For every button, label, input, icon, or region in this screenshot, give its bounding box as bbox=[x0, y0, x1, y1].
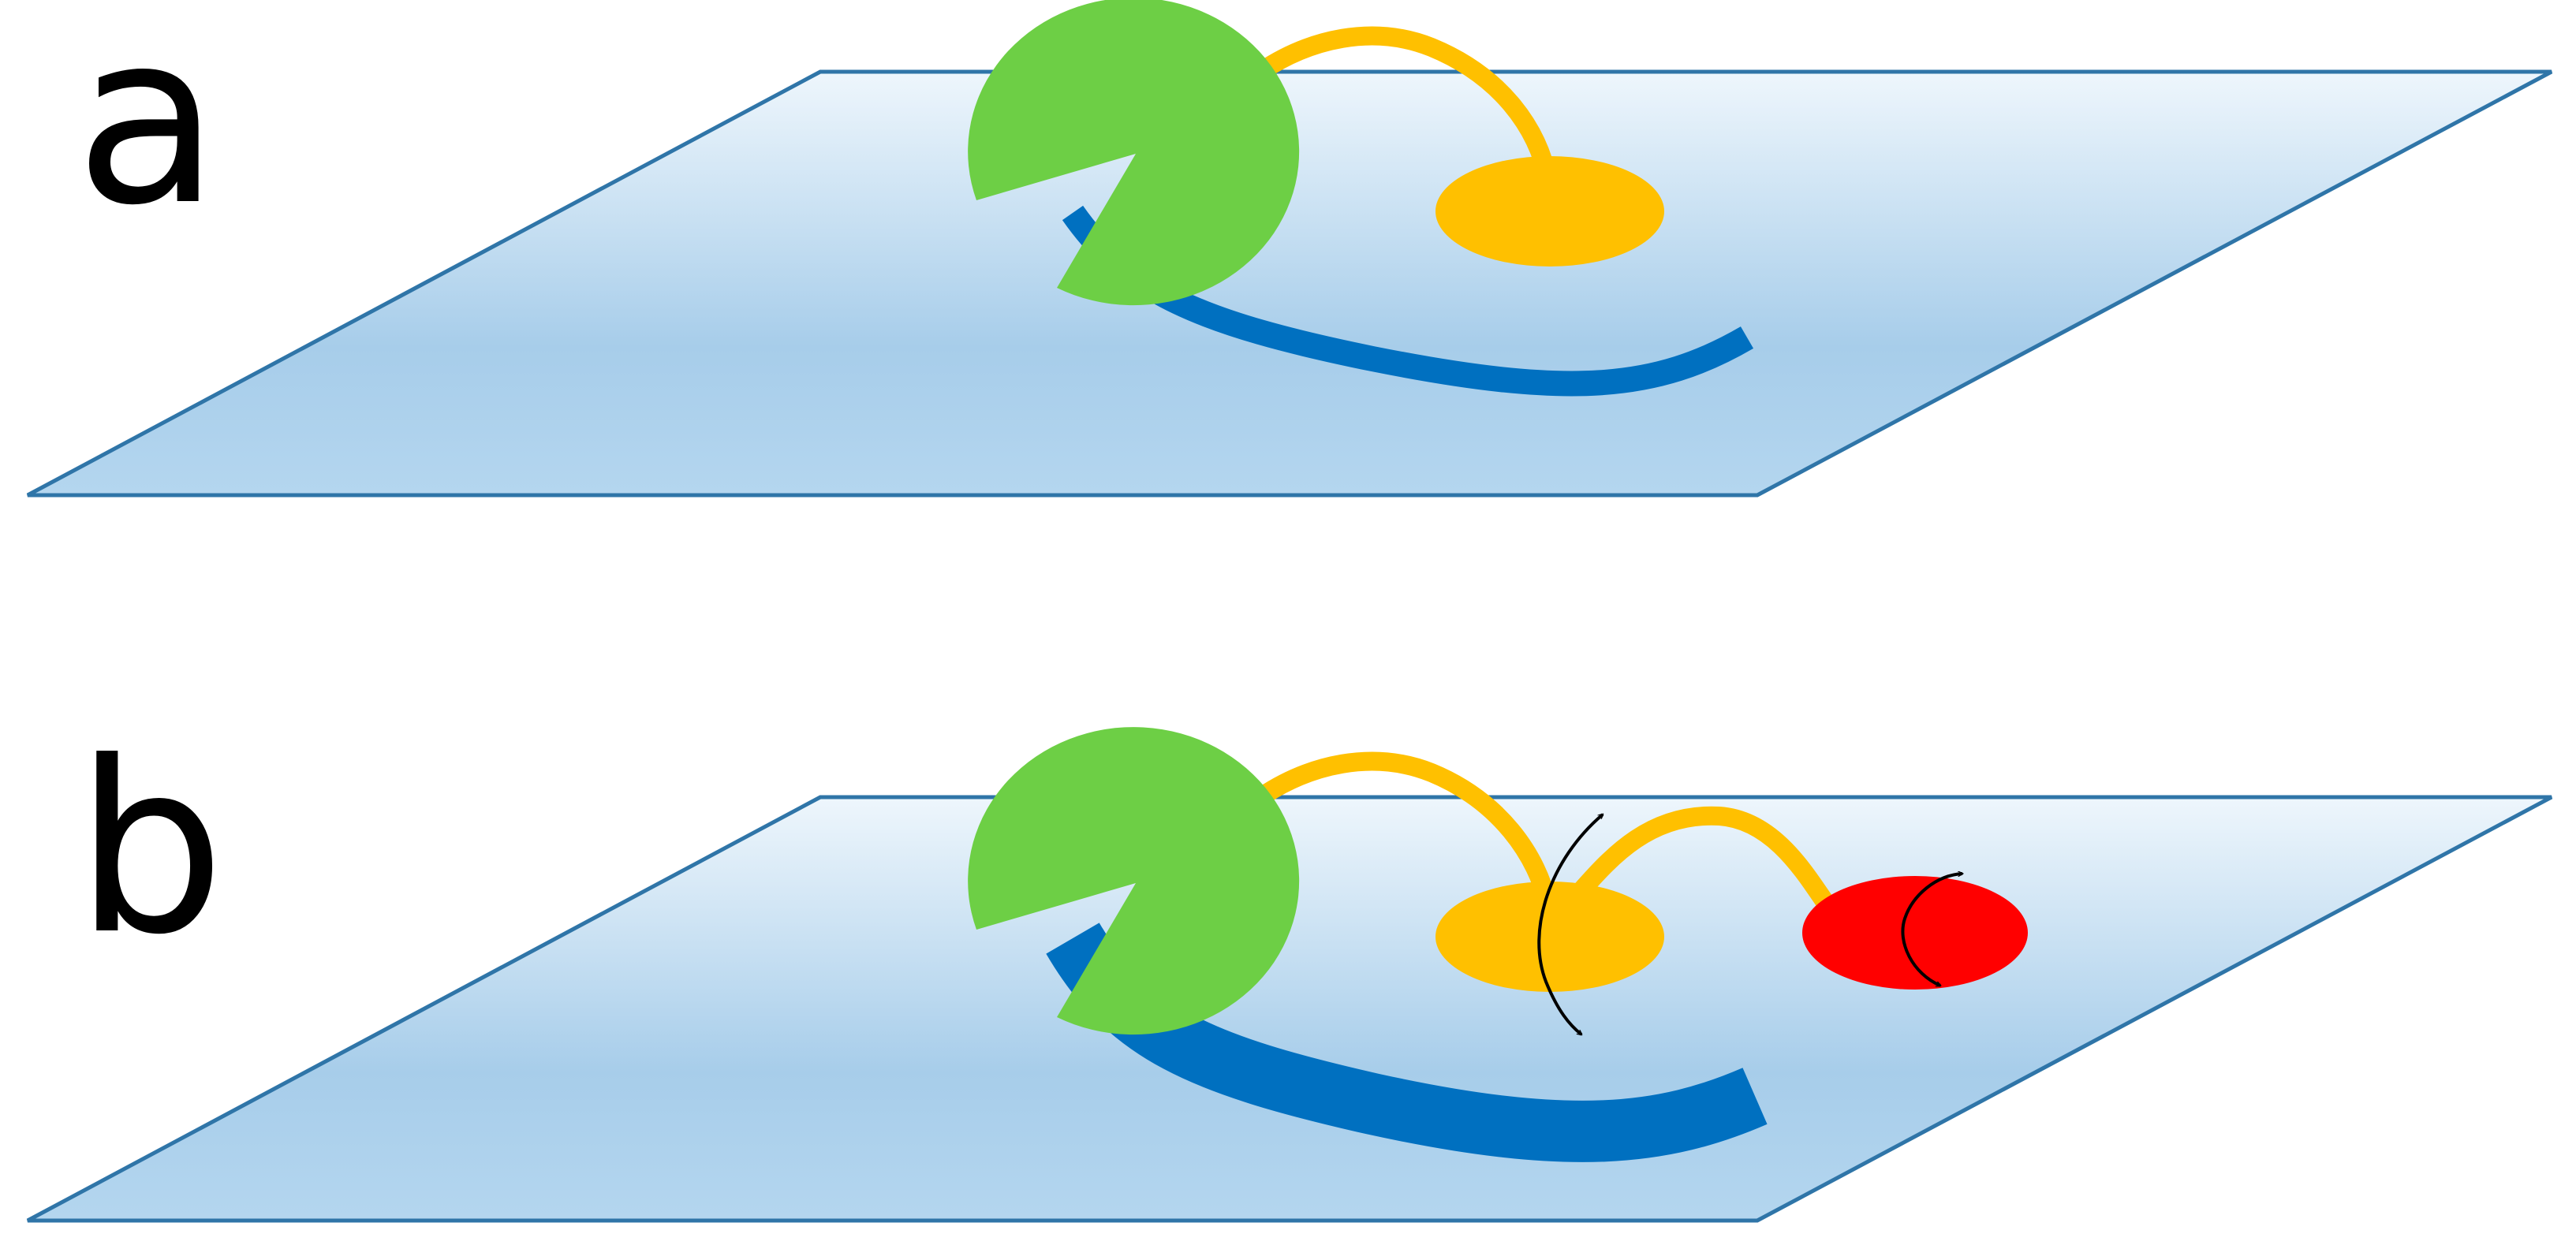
panel-label-b: b bbox=[75, 711, 225, 986]
panel-a: a bbox=[26, 0, 2553, 498]
tether-b2 bbox=[1568, 806, 1838, 916]
panel-b: b bbox=[26, 711, 2553, 1223]
panel-label-a: a bbox=[75, 0, 220, 257]
motion-arrow-large-icon bbox=[1537, 814, 1603, 1034]
membrane-plane-a bbox=[26, 69, 2553, 498]
added-domain-b bbox=[1802, 876, 2028, 990]
bound-domain-a bbox=[1435, 156, 1664, 267]
motion-arrow-small-icon bbox=[1901, 874, 1962, 987]
enzyme-b bbox=[968, 727, 1300, 1035]
enzyme-a bbox=[968, 0, 1300, 306]
bound-domain-b bbox=[1435, 882, 1664, 992]
tether-b1 bbox=[1253, 751, 1558, 916]
tether-a bbox=[1253, 26, 1558, 191]
